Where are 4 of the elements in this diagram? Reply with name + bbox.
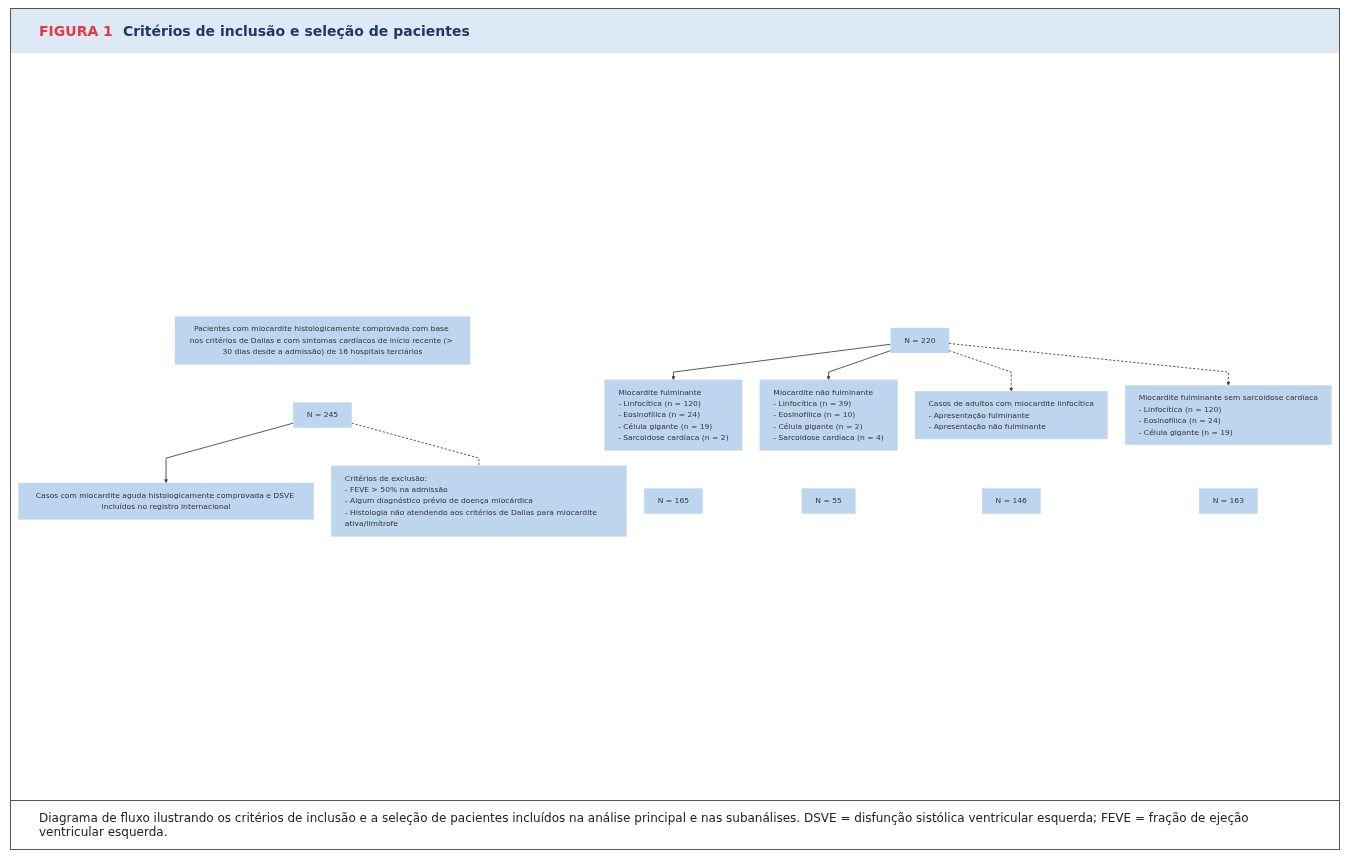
caption: Diagrama de fluxo ilustrando os critérios de inclusão e a seleção de pacientes incluídos na análise principal e nas subanálises. DSVE = disfunção sistólica ventricular esquerda; FEVE = fração de ejeção ventricular esquerda.	[11, 800, 1339, 849]
figure-number: FIGURA 1	[39, 23, 113, 39]
connector	[351, 422, 480, 467]
title: Critérios de inclusão e seleção de pacientes	[122, 23, 470, 39]
